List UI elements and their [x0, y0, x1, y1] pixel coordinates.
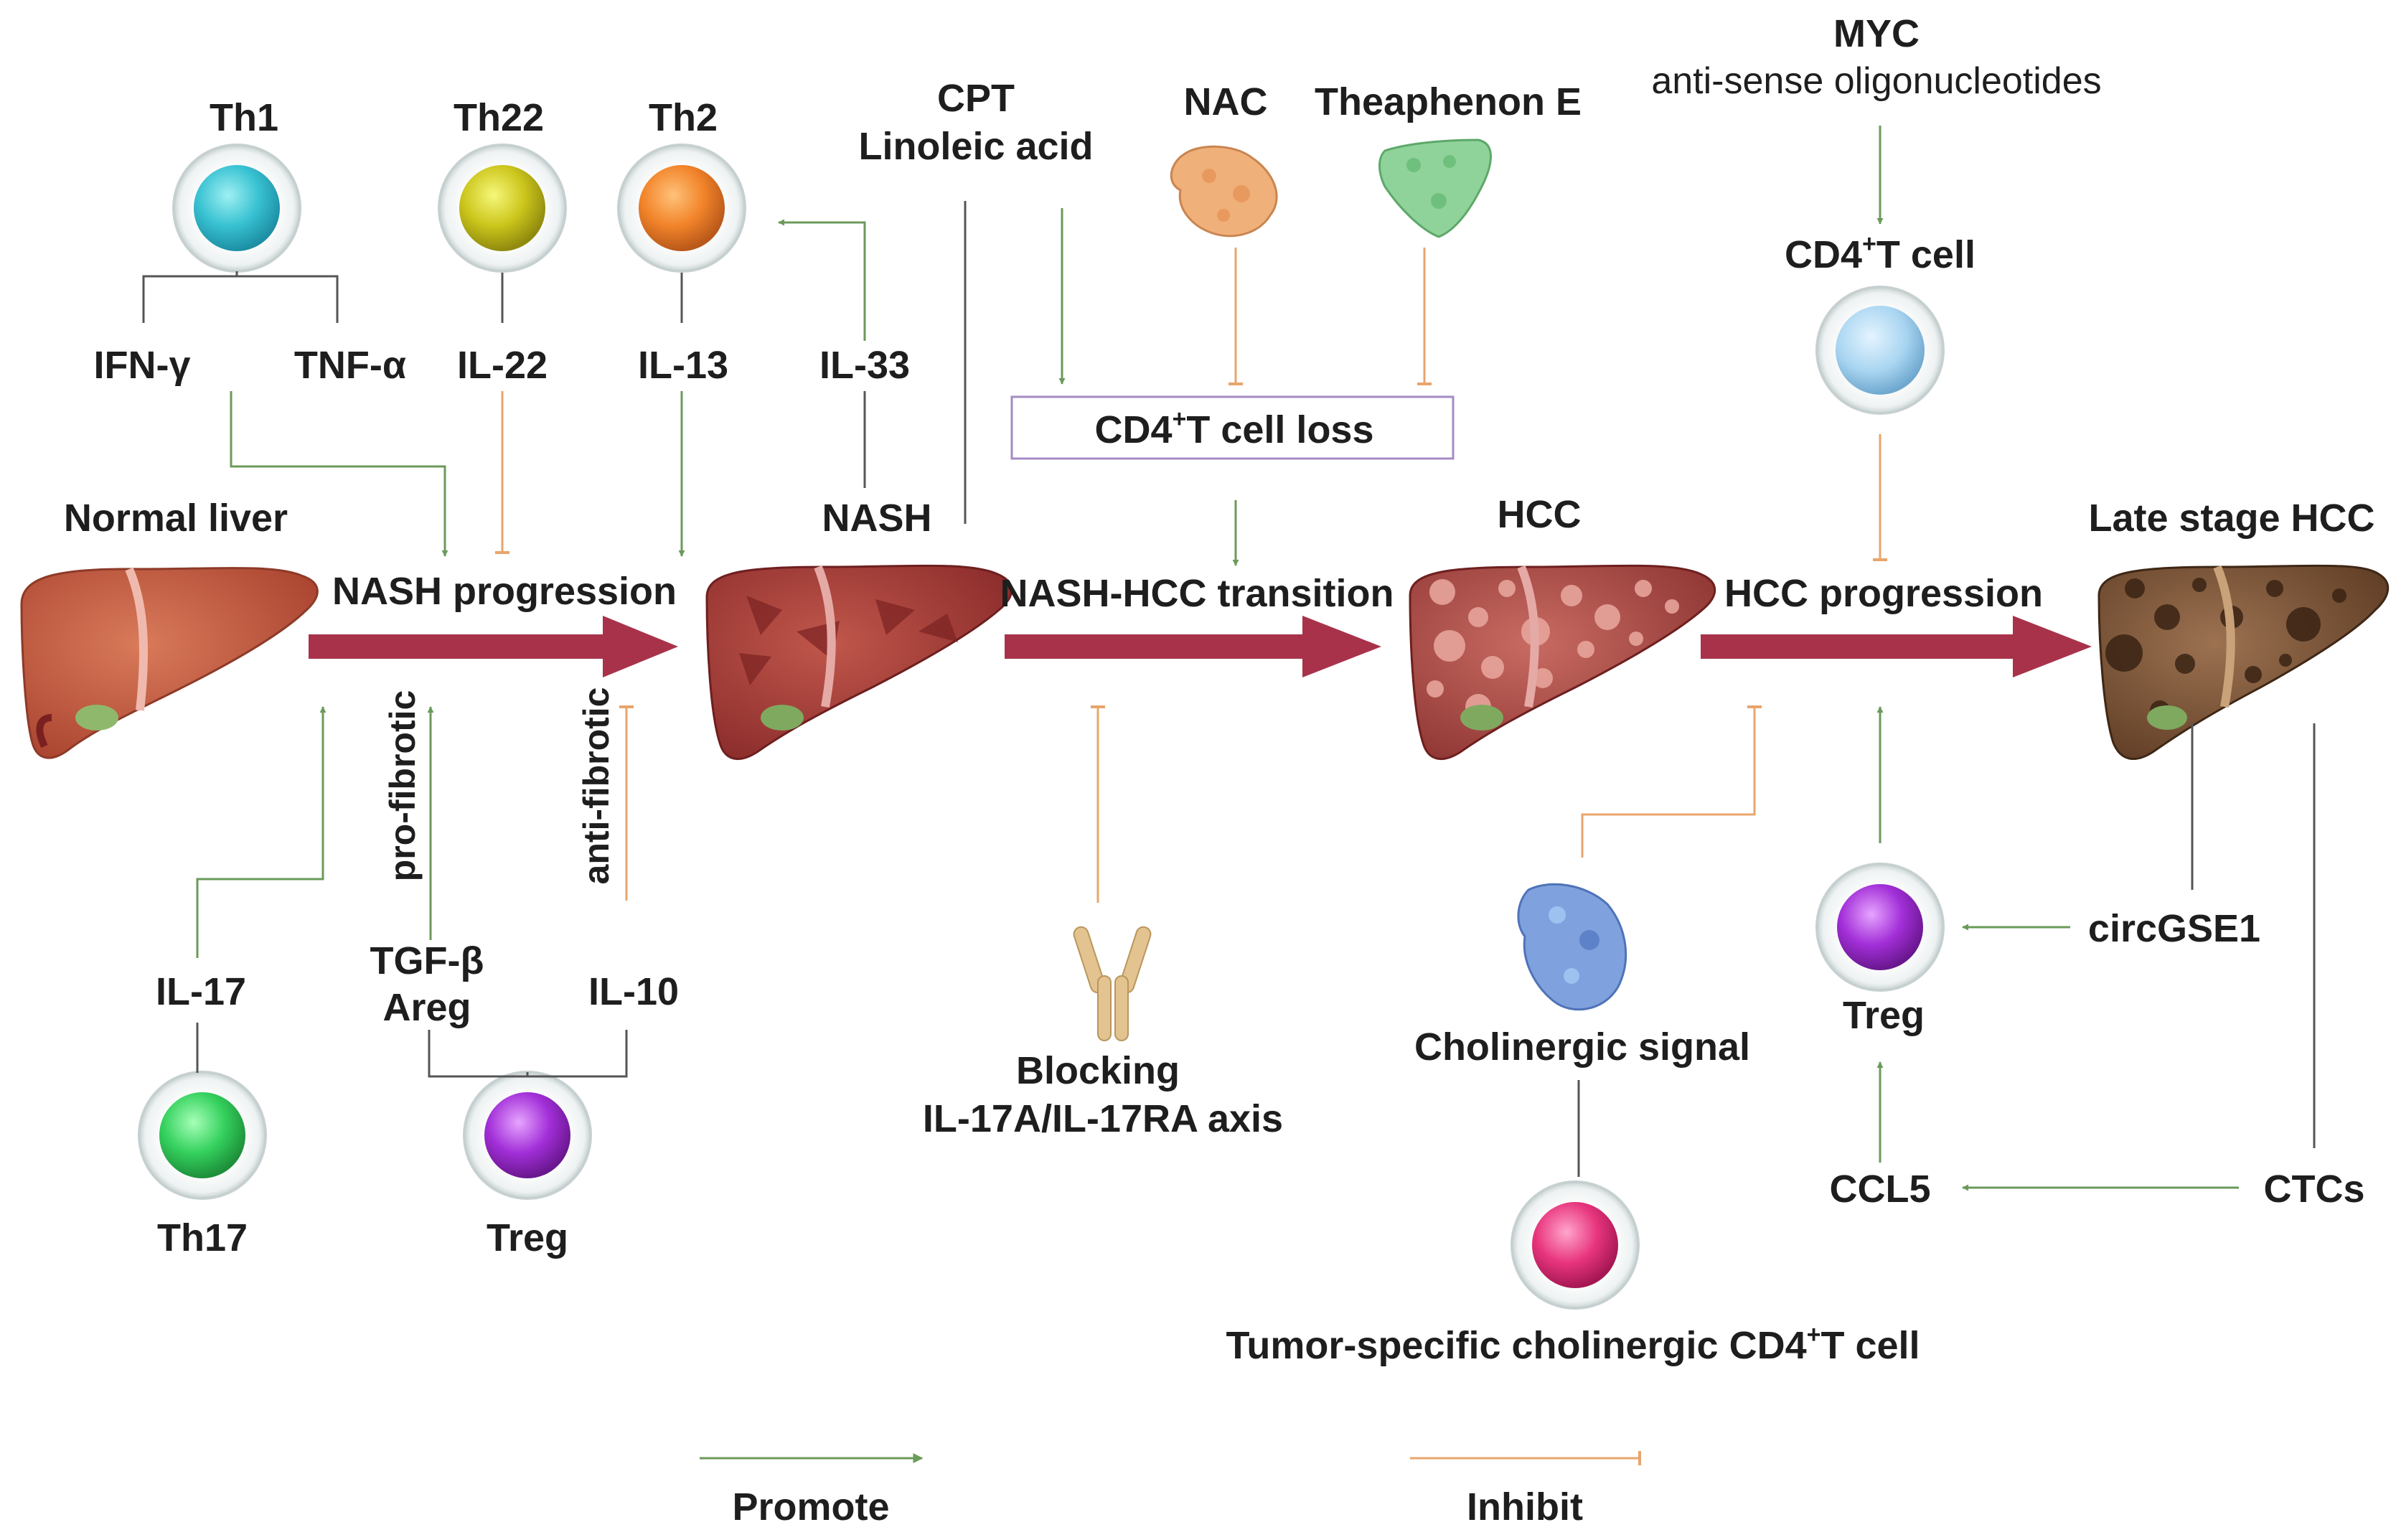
late-hcc-label: Late stage HCC: [2088, 497, 2374, 540]
antibody-icon-il17a: [1073, 926, 1152, 1041]
th1-bracket-line: [142, 275, 339, 323]
il13-label: IL-13: [638, 344, 728, 387]
t-cell-icon-th22: [438, 144, 567, 273]
cd4-t-cell-label: CD4+T cell: [1785, 230, 1975, 276]
tumor-cd4-prefix: Tumor-specific cholinergic CD4: [1226, 1324, 1806, 1367]
cpt-label: CPT: [937, 77, 1015, 120]
legend-promote-label: Promote: [732, 1485, 889, 1529]
treg-bottom-label: Treg: [487, 1216, 568, 1259]
treg-bracket-line: [428, 1030, 628, 1078]
t-cell-icon-tumor-cholinergic: [1511, 1180, 1640, 1310]
blocking-label-line2: IL-17A/IL-17RA axis: [923, 1097, 1283, 1140]
liver-icon-nash: [705, 564, 1013, 760]
th2-label: Th2: [649, 96, 718, 139]
ifn-label: IFN-γ: [94, 344, 191, 387]
liver-icon-hcc: [1409, 564, 1716, 760]
blocking-label-line1: Blocking: [1016, 1049, 1180, 1092]
hcc-label: HCC: [1498, 493, 1582, 536]
il17-label: IL-17: [156, 970, 246, 1013]
ccl5-label: CCL5: [1829, 1168, 1930, 1211]
cd4-t-cell-suffix: T cell: [1876, 233, 1975, 276]
t-cell-icon-treg-right: [1815, 863, 1945, 992]
il33-label: IL-33: [819, 344, 910, 387]
nash-hcc-transition-arrow: [1005, 616, 1381, 677]
hcc-progression-label: HCC progression: [1724, 572, 2043, 615]
areg-label: Areg: [382, 986, 471, 1029]
nash-progression-arrow: [309, 616, 678, 677]
protein-molecule-icon-nac: [1170, 145, 1278, 238]
t-cell-icon-th17: [138, 1071, 267, 1200]
il22-label: IL-22: [457, 344, 548, 387]
liver-icon-late-hcc: [2097, 564, 2390, 760]
th1-label: Th1: [210, 96, 278, 139]
nac-label: NAC: [1184, 80, 1268, 123]
circgse1-label: circGSE1: [2088, 907, 2260, 950]
il33-promote-connector: [778, 219, 866, 341]
anti-fibrotic-label: anti-fibrotic: [576, 687, 616, 885]
theaphenon-label: Theaphenon E: [1315, 80, 1582, 123]
cd4-t-cell-prefix: CD4: [1785, 233, 1862, 276]
cd4-loss-suffix: T cell loss: [1186, 408, 1373, 451]
tgf-label: TGF-β: [370, 939, 484, 982]
cholinergic-inhibit-connector: [1581, 705, 1762, 858]
th17-label: Th17: [157, 1216, 248, 1259]
pro-fibrotic-label: pro-fibrotic: [382, 690, 423, 882]
t-cell-icon-th2: [617, 144, 746, 273]
t-cell-icon-cd4: [1815, 286, 1945, 415]
tnf-label: TNF-α: [294, 344, 406, 387]
hcc-progression-arrow: [1701, 616, 2092, 677]
myc-label: MYC: [1833, 12, 1920, 55]
tumor-cd4-sup: +: [1807, 1321, 1821, 1348]
t-cell-icon-th1: [172, 144, 301, 273]
th22-label: Th22: [454, 96, 544, 139]
antisense-label: anti-sense oligonucleotides: [1651, 60, 2101, 102]
tumor-cd4-suffix: T cell: [1821, 1324, 1920, 1367]
legend-inhibit-label: Inhibit: [1467, 1485, 1583, 1529]
nash-hcc-transition-label: NASH-HCC transition: [1000, 572, 1394, 615]
cd4-loss-sup: +: [1173, 405, 1187, 433]
cholinergic-label: Cholinergic signal: [1414, 1025, 1750, 1069]
nash-progression-label: NASH progression: [332, 570, 677, 613]
t-cell-icon-treg-bottom: [463, 1071, 592, 1200]
cd4-loss-prefix: CD4: [1094, 408, 1172, 451]
tumor-cd4-label: Tumor-specific cholinergic CD4+T cell: [1226, 1321, 1920, 1367]
protein-molecule-icon-theaphenon: [1378, 138, 1492, 238]
liver-icon-normal: [20, 566, 319, 759]
cd4-loss-label: CD4+T cell loss: [1094, 405, 1373, 451]
protein-molecule-icon-cholinergic: [1517, 883, 1627, 1011]
cd4-loss-box: [1010, 395, 1455, 460]
cd4-t-cell-sup: +: [1862, 230, 1876, 258]
nash-label: NASH: [822, 497, 931, 540]
ifn-promote-connector: [230, 391, 448, 557]
ctcs-label: CTCs: [2263, 1168, 2364, 1211]
treg-right-label: Treg: [1843, 994, 1925, 1037]
il17-promote-connector: [196, 706, 326, 958]
linoleic-label: Linoleic acid: [858, 125, 1093, 168]
normal-liver-label: Normal liver: [64, 497, 288, 540]
il10-label: IL-10: [588, 970, 679, 1013]
